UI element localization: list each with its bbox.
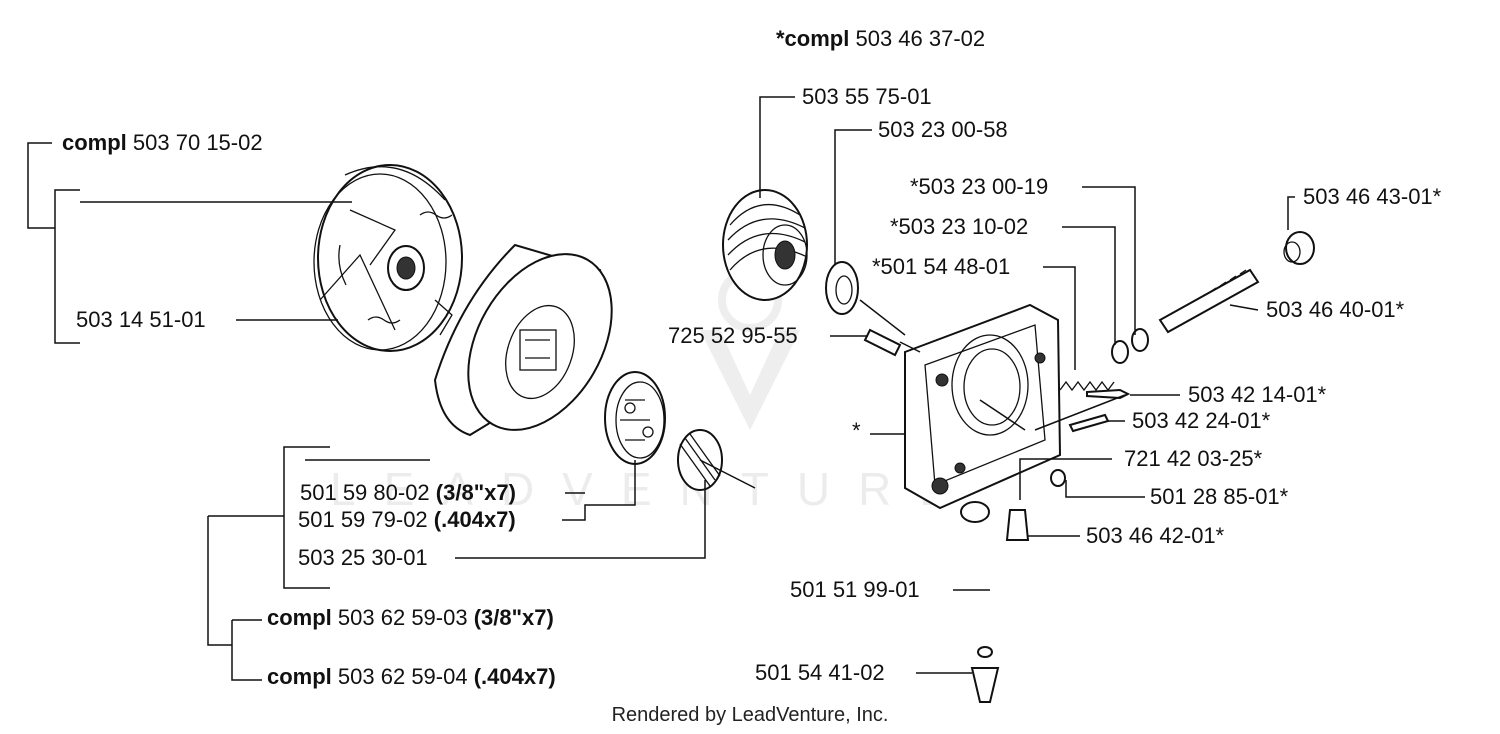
worm-gear-label: 503 55 75-01 [802,84,932,109]
screw [863,328,902,357]
seal-rings [1111,328,1149,364]
spring [1059,380,1115,392]
compl-header-label: *compl 503 46 37-02 [776,27,985,51]
plug-label: 503 46 43-01* [1303,184,1442,209]
shaft-label: 503 46 40-01* [1266,297,1405,322]
spring-label: *501 54 48-01 [872,254,1011,279]
washer-label: 503 23 00-58 [878,117,1008,142]
svg-text:LEADVENTURE: LEADVENTURE [330,463,978,515]
compl-a-bold: compl [267,605,332,630]
drum-380-number: 501 59 80-02 [300,480,430,505]
oil-pump-housing [904,303,1062,510]
needle-bearing-label: 503 25 30-01 [298,545,428,570]
hose-label: 501 51 99-01 [790,577,920,602]
worm-gear [722,189,808,301]
leader-lines [27,96,1295,681]
oring-label: *503 23 10-02 [890,214,1029,239]
clutch-compl-label: compl 503 70 15-02 [62,131,263,155]
nozzle-label: 503 46 42-01* [1086,523,1225,548]
clutch-spring-label: 503 14 51-01 [76,307,206,332]
compl-b-spec: (.404x7) [473,664,556,689]
clutch-drum [433,243,613,437]
plug [1283,231,1315,265]
drum-404-spec: (.404x7) [433,507,516,532]
compl-header-bold: *compl [776,26,850,51]
washer-19-label: *503 23 00-19 [910,174,1049,199]
drum-380-label: 501 59 80-02 (3/8"x7) [300,481,516,505]
pump-shaft [1158,268,1260,334]
watermark-text: LEADVENTURE [330,463,978,515]
housing-star-label: * [852,418,861,443]
oil-filter [970,646,1000,703]
nut-label: 501 28 85-01* [1150,484,1289,509]
nut [1050,469,1066,487]
compl-b-bold: compl [267,664,332,689]
nozzle [1005,509,1030,541]
compl-a-spec: (3/8"x7) [473,605,554,630]
drum-404-number: 501 59 79-02 [298,507,428,532]
filter-label: 501 54 41-02 [755,660,885,685]
pin-14-label: 503 42 14-01* [1188,382,1327,407]
oil-hose [960,501,1003,651]
rim-sprocket [604,371,666,465]
compl-b-number: 503 62 59-04 [337,664,468,689]
pin-24-label: 503 42 24-01* [1132,408,1271,433]
footer-credit: Rendered by LeadVenture, Inc. [611,704,889,726]
compl-a-label: compl 503 62 59-03 (3/8"x7) [267,606,554,630]
clutch-assembly [313,164,463,352]
drum-380-spec: (3/8"x7) [435,480,516,505]
clutch-compl-number: 503 70 15-02 [132,130,263,155]
pin-721-label: 721 42 03-25* [1124,446,1263,471]
pin-short [1068,413,1110,433]
compl-b-label: compl 503 62 59-04 (.404x7) [267,665,556,689]
clutch-compl-bold: compl [62,130,127,155]
compl-a-number: 503 62 59-03 [337,605,468,630]
washer [825,261,859,315]
drum-404-label: 501 59 79-02 (.404x7) [298,508,516,532]
screw-label: 725 52 95-55 [668,323,798,348]
compl-header-number: 503 46 37-02 [855,26,986,51]
